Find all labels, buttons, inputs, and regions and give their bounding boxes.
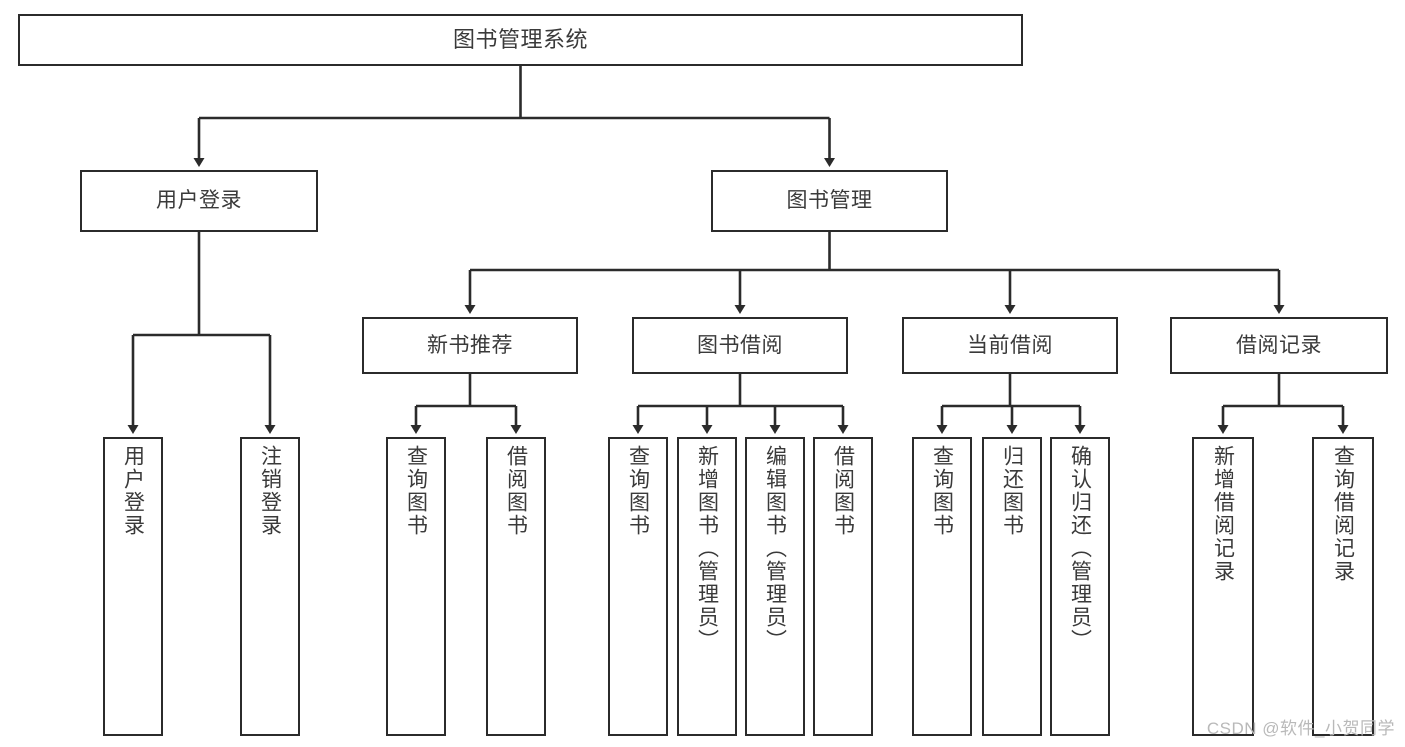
- node-label: 查询图书: [930, 445, 954, 537]
- node-label: 新书推荐: [427, 333, 513, 357]
- node-l-add[interactable]: 新增图书（管理员）: [677, 437, 737, 736]
- node-label: 查询借阅记录: [1331, 445, 1355, 583]
- node-label: 用户登录: [156, 189, 242, 213]
- node-l-edit[interactable]: 编辑图书（管理员）: [745, 437, 805, 736]
- node-label: 新增借阅记录: [1211, 445, 1235, 583]
- node-l-query1[interactable]: 查询图书: [386, 437, 446, 736]
- node-label: 确认归还（管理员）: [1068, 445, 1092, 652]
- node-current[interactable]: 当前借阅: [902, 317, 1118, 374]
- node-newbook[interactable]: 新书推荐: [362, 317, 578, 374]
- node-login[interactable]: 用户登录: [80, 170, 318, 232]
- node-label: 借阅记录: [1236, 333, 1322, 357]
- node-label: 借阅图书: [831, 445, 855, 537]
- node-l-return[interactable]: 归还图书: [982, 437, 1042, 736]
- node-label: 查询图书: [404, 445, 428, 537]
- node-l-confirm[interactable]: 确认归还（管理员）: [1050, 437, 1110, 736]
- node-label: 编辑图书（管理员）: [763, 445, 787, 652]
- node-bookmgmt[interactable]: 图书管理: [711, 170, 948, 232]
- node-l-borrow2[interactable]: 借阅图书: [813, 437, 873, 736]
- node-record[interactable]: 借阅记录: [1170, 317, 1388, 374]
- node-label: 借阅图书: [504, 445, 528, 537]
- node-l-login[interactable]: 用户登录: [103, 437, 163, 736]
- node-label: 图书管理: [786, 189, 873, 213]
- node-l-logout[interactable]: 注销登录: [240, 437, 300, 736]
- node-l-query2[interactable]: 查询图书: [608, 437, 668, 736]
- node-l-addrec[interactable]: 新增借阅记录: [1192, 437, 1254, 736]
- node-root[interactable]: 图书管理系统: [18, 14, 1023, 66]
- node-label: 查询图书: [626, 445, 650, 537]
- node-label: 归还图书: [1000, 445, 1024, 537]
- node-label: 用户登录: [121, 445, 145, 537]
- node-l-borrow1[interactable]: 借阅图书: [486, 437, 546, 736]
- node-l-queryrec[interactable]: 查询借阅记录: [1312, 437, 1374, 736]
- node-l-query3[interactable]: 查询图书: [912, 437, 972, 736]
- node-label: 图书管理系统: [452, 26, 588, 52]
- node-label: 当前借阅: [967, 333, 1053, 357]
- node-label: 注销登录: [258, 445, 282, 537]
- node-label: 图书借阅: [697, 333, 783, 357]
- node-label: 新增图书（管理员）: [695, 445, 719, 652]
- node-borrow[interactable]: 图书借阅: [632, 317, 848, 374]
